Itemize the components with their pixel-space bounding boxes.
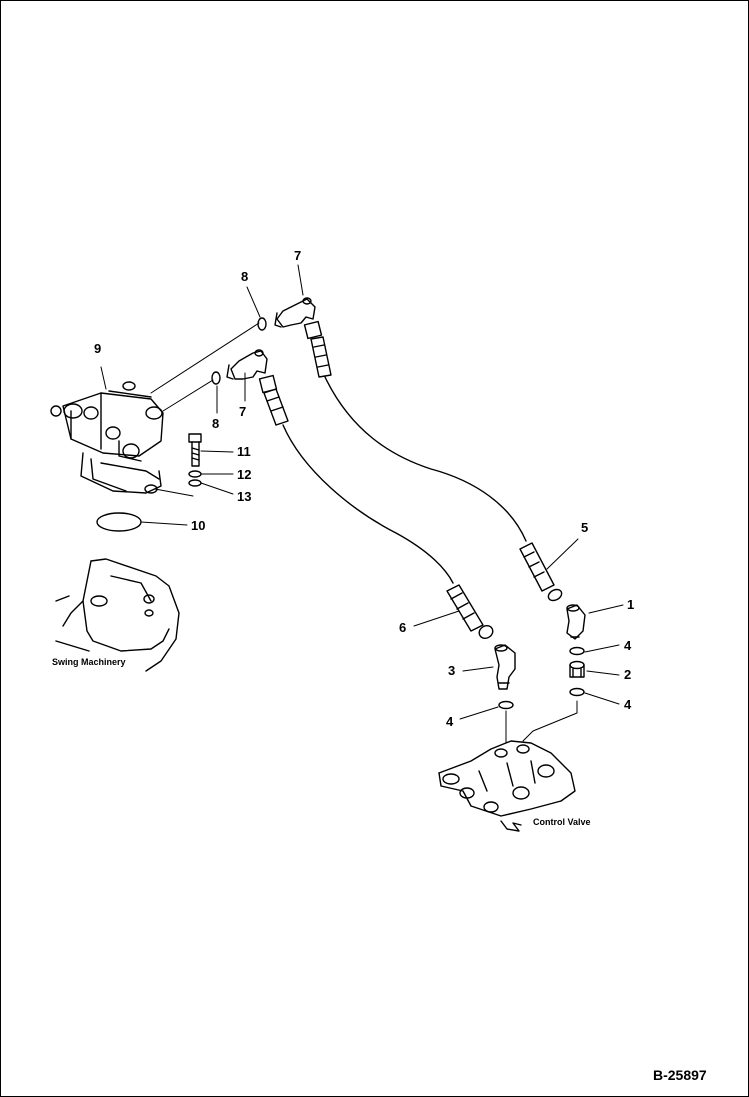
callout-5: 5 [581,520,589,535]
leader-lines [100,264,624,744]
o-ring-4-upper [569,646,585,656]
hose-6 [258,374,494,639]
callout-8-lower: 8 [212,416,220,431]
swivel-joint-part [50,381,164,494]
control-valve-part [438,740,576,832]
callout-4-left: 4 [446,714,454,729]
callout-4-upper: 4 [624,638,632,653]
elbow-fitting-7-upper [274,297,316,328]
o-ring-4-left [498,700,514,710]
swing-machinery-part [55,558,180,672]
hose-5 [303,320,563,602]
caption-swing-machinery: Swing Machinery [52,657,126,667]
callout-12: 12 [237,467,252,482]
figure-number: B-25897 [653,1067,707,1083]
caption-control-valve: Control Valve [533,817,591,827]
o-ring-4-right [569,687,585,697]
callout-4-right: 4 [624,697,632,712]
o-ring-8-upper [257,317,267,331]
o-ring-10 [96,512,142,532]
callout-7-lower: 7 [239,404,247,419]
callout-10: 10 [191,518,206,533]
callout-2: 2 [624,667,632,682]
elbow-fitting-3 [494,644,516,690]
callout-8-upper: 8 [241,269,249,284]
bolt-and-washers [188,433,202,487]
elbow-fitting-7-lower [226,349,268,380]
o-ring-8-lower [211,371,221,385]
callout-1: 1 [627,597,635,612]
union-fitting-2 [569,660,585,678]
callout-13: 13 [237,489,252,504]
callout-6: 6 [399,620,407,635]
callout-11: 11 [237,444,251,459]
elbow-fitting-1 [566,604,586,640]
callout-7-upper: 7 [294,248,302,263]
callout-3: 3 [448,663,456,678]
callout-9: 9 [94,341,102,356]
